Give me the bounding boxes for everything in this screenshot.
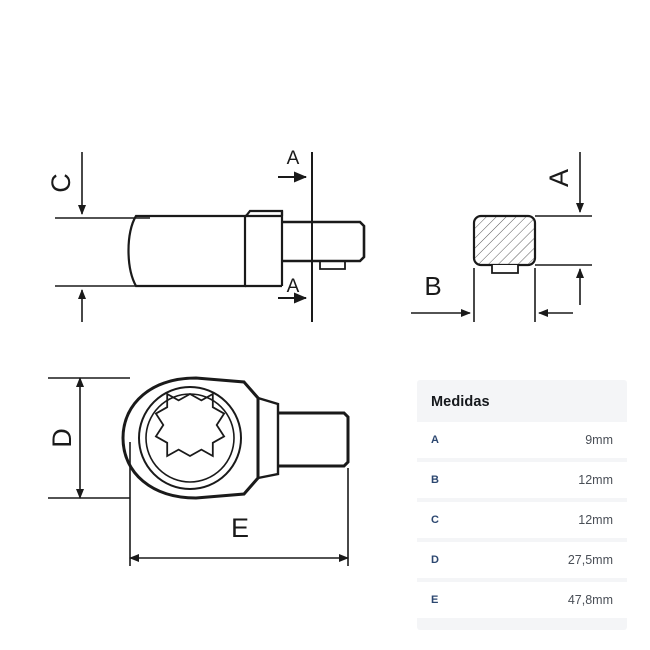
e-dimension-label: E xyxy=(231,513,249,543)
measure-value: 27,5mm xyxy=(567,553,613,567)
table-row: C 12mm xyxy=(417,502,627,538)
side-view-handle-body xyxy=(127,214,247,288)
side-view-group: C A A xyxy=(46,148,366,322)
measure-value: 12mm xyxy=(578,513,613,527)
measure-key: E xyxy=(431,594,439,606)
c-dimension-label: C xyxy=(46,173,76,193)
b-dimension-label: B xyxy=(424,271,441,301)
d-dimension-label: D xyxy=(47,428,77,448)
table-row: A 9mm xyxy=(417,422,627,458)
table-row: B 12mm xyxy=(417,462,627,498)
measurements-panel: Medidas A 9mm B 12mm C 12mm D 27,5mm E 4… xyxy=(417,380,627,630)
section-detent-tab xyxy=(491,265,519,274)
ring-head-view-group: D E xyxy=(47,376,350,566)
measure-key: B xyxy=(431,474,440,486)
measurements-title: Medidas xyxy=(431,394,490,410)
a-dimension-label: A xyxy=(544,169,574,187)
ring-head-neck xyxy=(257,396,280,480)
panel-footer-spacer xyxy=(417,618,627,630)
section-label-top-a: A xyxy=(287,148,300,169)
table-row: D 27,5mm xyxy=(417,542,627,578)
ring-head-outline xyxy=(121,376,260,500)
measure-key: C xyxy=(431,514,440,526)
ring-head-shank xyxy=(278,411,350,468)
measure-value: 47,8mm xyxy=(567,593,613,607)
side-view-shank xyxy=(282,220,366,263)
section-view-group: A B xyxy=(411,152,592,322)
twelve-point-socket-profile xyxy=(154,392,226,458)
measure-key: A xyxy=(431,434,440,446)
measurements-rows: A 9mm B 12mm C 12mm D 27,5mm E 47,8mm xyxy=(417,422,627,618)
section-label-bottom-a: A xyxy=(287,276,300,297)
table-row: E 47,8mm xyxy=(417,582,627,618)
measure-value: 9mm xyxy=(585,433,613,447)
measure-key: D xyxy=(431,554,440,566)
measure-value: 12mm xyxy=(578,473,613,487)
section-square-profile xyxy=(472,214,537,267)
side-view-detent-tab xyxy=(319,261,346,270)
ring-bore-outer-circle xyxy=(138,386,242,490)
